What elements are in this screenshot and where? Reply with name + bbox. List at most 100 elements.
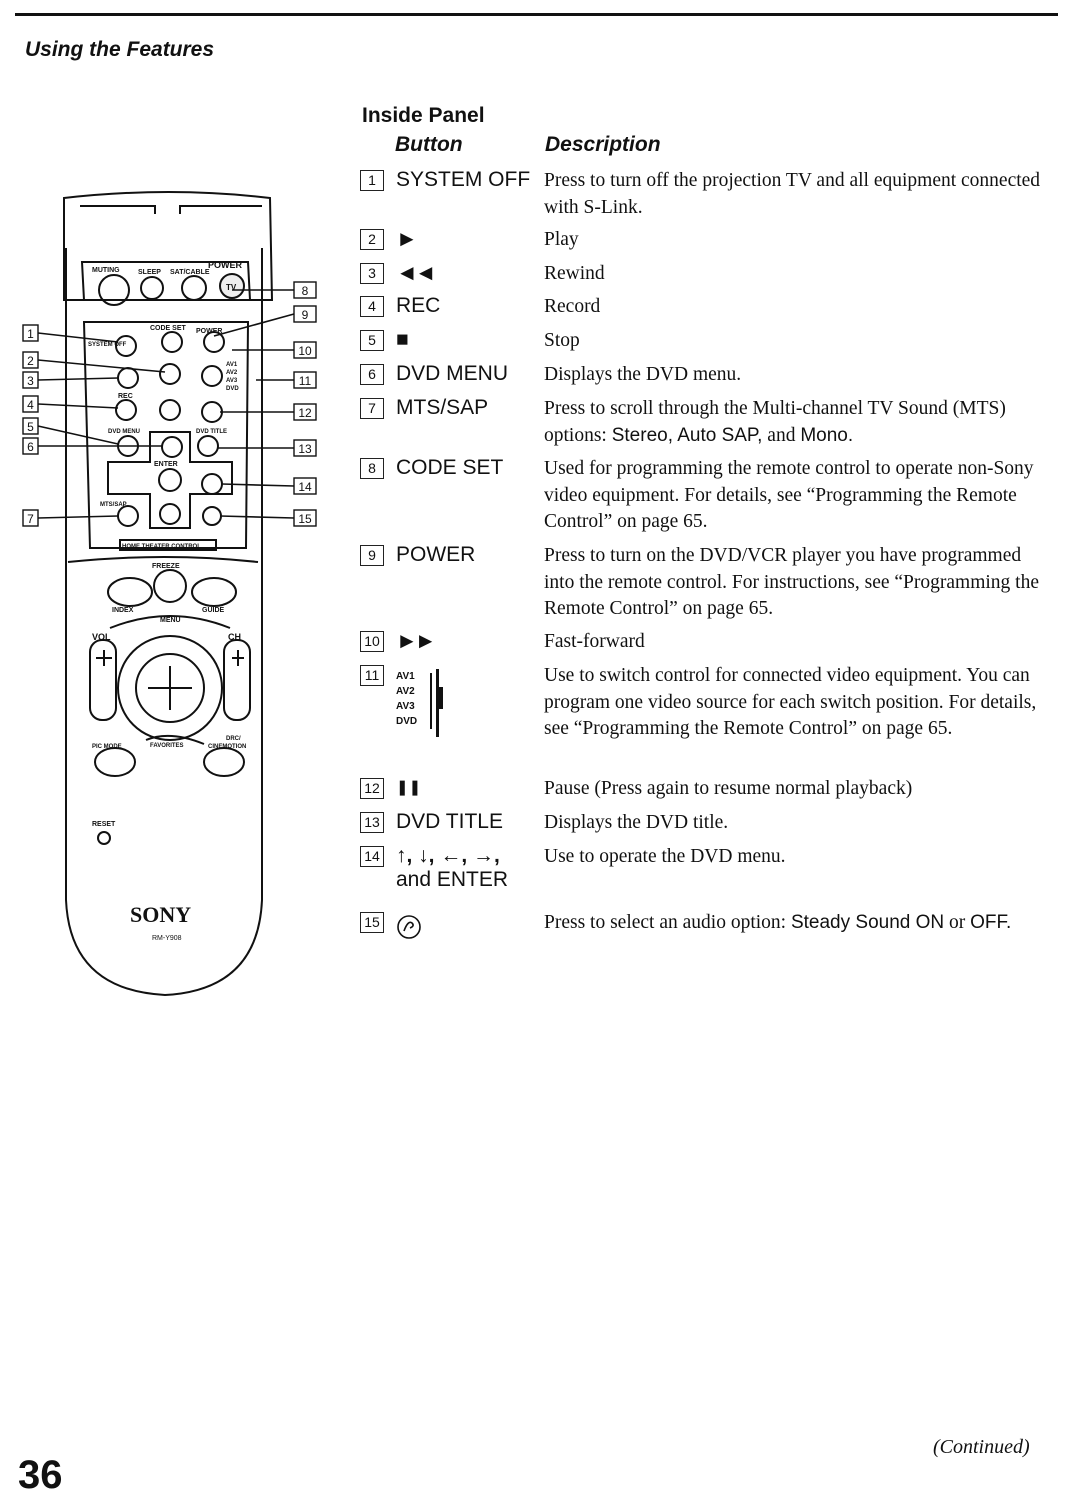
- button-label: DVD MENU: [396, 362, 509, 385]
- remote-brand-logo: SONY: [130, 902, 191, 927]
- row-description: Press to turn off the projection TV and …: [544, 170, 1041, 218]
- button-label: DVD TITLE: [396, 810, 503, 833]
- row-description: Record: [544, 296, 601, 317]
- row-number: 9: [360, 545, 384, 566]
- av-switch-icon: AV1 AV2 AV3 DVD: [396, 669, 476, 749]
- remote-av1-label: AV1: [226, 362, 238, 368]
- row-description: Press to turn on the DVD/VCR player you …: [544, 545, 1039, 619]
- page-number: 36: [18, 1453, 63, 1497]
- callout-7: 7: [27, 512, 34, 526]
- remote-dvd-label: DVD: [226, 386, 239, 392]
- continued-note: (Continued): [933, 1436, 1030, 1458]
- row-description: Play: [544, 229, 579, 250]
- callout-12: 12: [298, 406, 312, 420]
- row-number: 1: [360, 170, 384, 191]
- arrow-keys-icon: ↑, ↓, ←, →,: [396, 844, 500, 867]
- button-label: and ENTER: [396, 868, 509, 891]
- remote-mtssap-label: MTS/SAP: [100, 502, 127, 508]
- column-header-button: Button: [395, 133, 463, 156]
- row-number: 8: [360, 458, 384, 479]
- callout-4: 4: [27, 398, 34, 412]
- row-number: 6: [360, 364, 384, 385]
- top-rule: [15, 13, 1058, 16]
- remote-freeze-label: FREEZE: [152, 563, 180, 570]
- remote-favorites-label: FAVORITES: [150, 743, 184, 749]
- callout-9: 9: [302, 308, 309, 322]
- remote-picmode-label: PIC MODE: [92, 744, 122, 750]
- remote-power-small-label: POWER: [196, 328, 222, 335]
- remote-satcable-label: SAT/CABLE: [170, 269, 210, 276]
- remote-av2-label: AV2: [226, 370, 238, 376]
- remote-av3-label: AV3: [226, 378, 238, 384]
- button-label: REC: [396, 294, 441, 317]
- row-number: 14: [360, 846, 384, 867]
- remote-hometheater-label: HOME THEATER CONTROL: [122, 544, 201, 550]
- panel-title: Inside Panel: [362, 104, 485, 127]
- remote-vol-label: VOL: [92, 632, 111, 642]
- callout-11: 11: [299, 374, 312, 388]
- remote-sleep-label: SLEEP: [138, 269, 161, 276]
- row-number: 12: [360, 778, 384, 799]
- play-icon: ►: [396, 226, 418, 251]
- callout-8: 8: [302, 284, 309, 298]
- remote-rec-label: REC: [118, 393, 133, 400]
- remote-systemoff-label: SYSTEM OFF: [88, 342, 127, 348]
- remote-dvdtitle-label: DVD TITLE: [196, 429, 227, 435]
- remote-power-label: POWER: [208, 260, 243, 270]
- remote-guide-label: GUIDE: [202, 607, 225, 614]
- row-description: Displays the DVD title.: [544, 812, 729, 833]
- callout-10: 10: [298, 344, 312, 358]
- row-number: 4: [360, 296, 384, 317]
- remote-cinemotion-label: CINEMOTION: [208, 744, 246, 750]
- remote-muting-label: MUTING: [92, 267, 120, 274]
- remote-enter-label: ENTER: [154, 461, 178, 468]
- row-number: 11: [360, 665, 384, 686]
- row-description: Displays the DVD menu.: [544, 364, 742, 385]
- row-description: Used for programming the remote control …: [544, 458, 1034, 532]
- row-number: 5: [360, 330, 384, 351]
- steady-sound-icon: [397, 915, 421, 939]
- callout-6: 6: [27, 440, 34, 454]
- row-number: 3: [360, 263, 384, 284]
- callout-5: 5: [27, 420, 34, 434]
- row-description: Stop: [544, 330, 580, 351]
- remote-illustration: 1 2 3 4 5 6 7 8 9 10 11 12 13 14 15 MUTI…: [22, 191, 317, 997]
- row-description: Press to select an audio option: Steady …: [544, 912, 1012, 933]
- callout-1: 1: [27, 327, 34, 341]
- callout-13: 13: [298, 442, 312, 456]
- button-label: POWER: [396, 543, 476, 566]
- remote-model-label: RM-Y908: [152, 935, 182, 942]
- row-number: 7: [360, 398, 384, 419]
- row-number: 15: [360, 912, 384, 933]
- callout-15: 15: [298, 512, 312, 526]
- row-description: Fast-forward: [544, 631, 645, 652]
- rewind-icon: ◄◄: [396, 260, 437, 285]
- stop-icon: ■: [396, 328, 409, 351]
- callout-2: 2: [27, 354, 34, 368]
- button-label: SYSTEM OFF: [396, 168, 531, 191]
- callout-3: 3: [27, 374, 34, 388]
- remote-menu-label: MENU: [160, 617, 181, 624]
- callout-14: 14: [298, 480, 312, 494]
- button-label: MTS/SAP: [396, 396, 489, 419]
- remote-index-label: INDEX: [112, 607, 134, 614]
- remote-tv-label: TV: [226, 283, 237, 292]
- row-number: 2: [360, 229, 384, 250]
- fast-forward-icon: ►►: [396, 628, 437, 653]
- pause-icon: ❚❚: [396, 779, 422, 796]
- button-label: CODE SET: [396, 456, 504, 479]
- remote-ch-label: CH: [228, 632, 241, 642]
- section-title: Using the Features: [25, 38, 215, 61]
- row-description: Rewind: [544, 263, 605, 284]
- remote-dvdmenu-label: DVD MENU: [108, 429, 140, 435]
- row-number: 13: [360, 812, 384, 833]
- row-description: Pause (Press again to resume normal play…: [544, 778, 913, 799]
- remote-codeset-label: CODE SET: [150, 325, 187, 332]
- remote-drc-label: DRC/: [226, 736, 241, 742]
- row-number: 10: [360, 631, 384, 652]
- row-description: Press to scroll through the Multi-channe…: [544, 398, 1006, 446]
- column-header-description: Description: [545, 133, 661, 156]
- row-description: Use to switch control for connected vide…: [544, 665, 1037, 739]
- row-description: Use to operate the DVD menu.: [544, 846, 786, 867]
- remote-reset-label: RESET: [92, 821, 116, 828]
